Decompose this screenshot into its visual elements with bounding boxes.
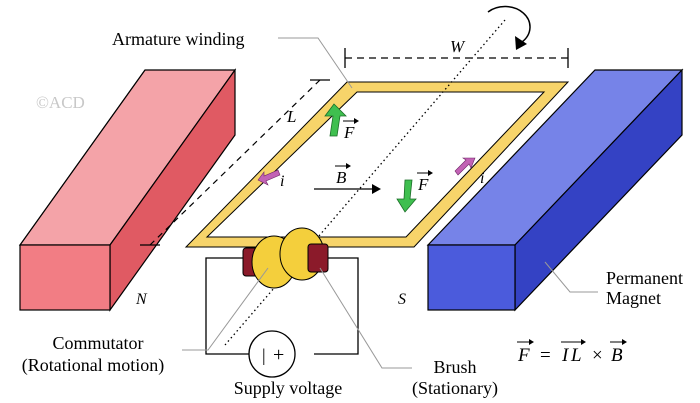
armature-winding-label: Armature winding: [112, 29, 244, 49]
leader-commutator: [182, 267, 269, 351]
leader-magnet: [544, 261, 598, 293]
commutator-label-line1: Commutator: [53, 333, 144, 353]
north-magnet-edge: [19, 69, 146, 246]
leader-armature: [278, 37, 353, 89]
formula-force: F: [517, 345, 530, 366]
formula-equals: =: [540, 345, 551, 366]
force-label-upper: F: [343, 123, 355, 142]
commutator-label-line2: (Rotational motion): [22, 355, 164, 376]
brush-label-line2: (Stationary): [412, 378, 498, 399]
copyright-watermark: ©ACD: [36, 93, 85, 112]
width-label: W: [450, 37, 466, 56]
supply-circuit: [205, 257, 359, 378]
force-vector-label-upper: F: [343, 118, 359, 142]
rotation-arrow-icon: [487, 5, 531, 50]
formula-length: L: [570, 345, 582, 366]
leader-brush: [319, 267, 412, 369]
north-magnet: [18, 68, 237, 312]
circuit-wire-right: [314, 257, 359, 355]
force-label-lower: F: [417, 175, 429, 194]
force-arrow-up-icon: [324, 103, 347, 137]
south-pole-label: S: [398, 291, 406, 308]
formula-cross: ×: [592, 345, 603, 366]
field-arrow: [314, 184, 381, 194]
permanent-magnet-label-line1: Permanent: [606, 268, 683, 288]
armature-coil: [184, 81, 570, 248]
field-label: B: [336, 168, 347, 187]
supply-voltage-source: [248, 330, 296, 378]
brush-label-line1: Brush: [433, 357, 476, 377]
south-magnet: [426, 68, 684, 312]
supply-voltage-label: Supply voltage: [234, 378, 343, 398]
north-pole-label: N: [135, 291, 148, 308]
formula-current: I: [561, 345, 570, 366]
current-label-right: i: [480, 170, 484, 187]
battery-minus-symbol: |: [262, 345, 266, 365]
circuit-wire-left: [205, 257, 250, 355]
length-label: L: [286, 107, 296, 126]
south-magnet-front: [427, 244, 516, 311]
current-arrow-left-icon: [257, 169, 281, 186]
armature-coil-loop: [184, 81, 570, 248]
force-vector-label-lower: F: [417, 170, 433, 194]
formula-field: B: [611, 345, 623, 366]
battery-plus-symbol: +: [273, 344, 284, 366]
permanent-magnet-label-line2: Magnet: [606, 288, 661, 308]
brush-right: [307, 243, 329, 273]
width-dimension: [344, 48, 569, 68]
lorentz-force-formula: F = I L × B: [517, 339, 627, 366]
current-label-left: i: [280, 173, 284, 190]
force-arrow-down-icon: [396, 179, 417, 213]
field-vector-label: B: [335, 163, 351, 187]
leader-lines: [182, 37, 598, 369]
current-arrow-right-icon: [454, 157, 476, 176]
length-dimension: [140, 79, 330, 246]
north-magnet-front: [19, 244, 111, 311]
